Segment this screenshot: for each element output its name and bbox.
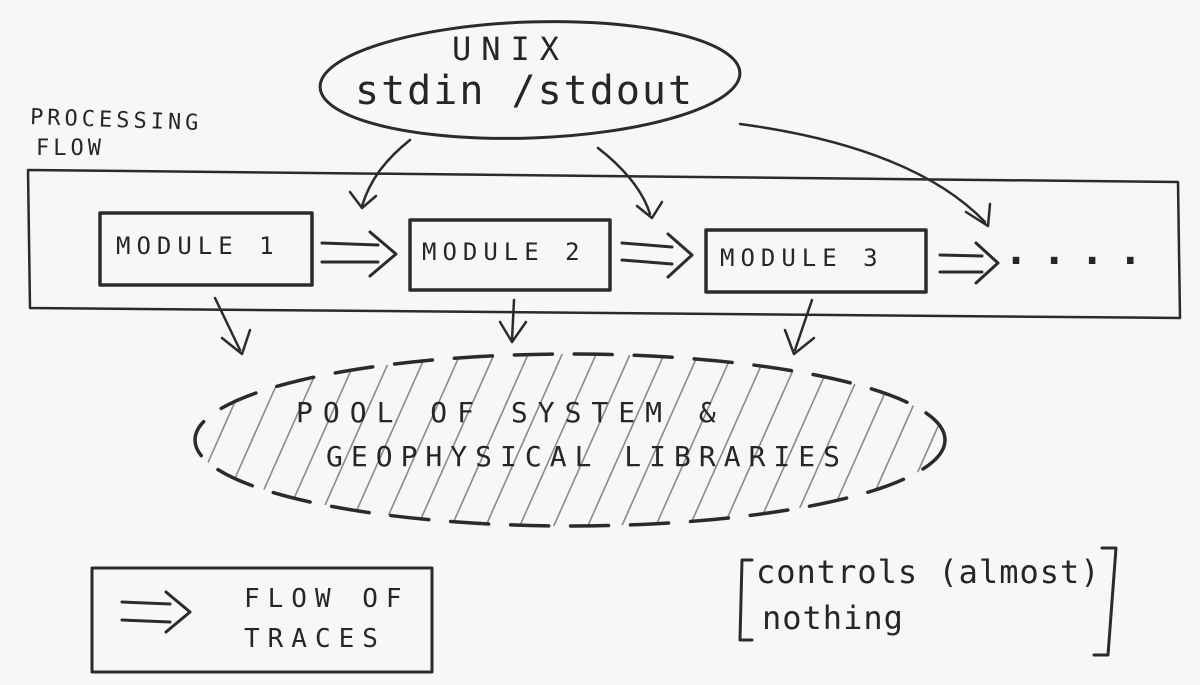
- legend-line1: FLOW OF: [244, 584, 410, 614]
- hatch-line: [585, 354, 667, 526]
- legend-line2: TRACES: [244, 624, 386, 654]
- note-line2: nothing: [762, 599, 904, 637]
- pool-line1: POOL OF SYSTEM &: [296, 396, 726, 429]
- hatch-line: [449, 354, 531, 526]
- module-3-pool-arrow: [783, 298, 816, 356]
- module-1-box: [98, 211, 314, 287]
- unix-ellipse: [318, 20, 742, 140]
- hatch-line: [381, 354, 463, 526]
- hatch-line: [313, 354, 395, 526]
- pool-outline: [193, 352, 947, 528]
- hatch-line: [347, 354, 429, 526]
- hatch-line: [415, 354, 497, 526]
- hatch-line: [195, 354, 225, 526]
- hatch-line: [551, 354, 633, 526]
- hatch-line: [687, 354, 769, 526]
- processing-flow-band: [26, 168, 1182, 320]
- continuation-dots: ....: [1004, 228, 1157, 274]
- hatch-line: [891, 354, 945, 526]
- module-1-label: MODULE 1: [116, 232, 280, 260]
- hatch-line: [195, 354, 259, 526]
- module-1-pool-arrow: [213, 296, 252, 356]
- unix-arrow-2: [596, 146, 664, 220]
- legend-box: [90, 566, 434, 674]
- module-3-label: MODULE 3: [720, 244, 884, 272]
- unix-arrow-1: [348, 138, 412, 210]
- hatch-line: [653, 354, 735, 526]
- note-bracket-left: [738, 558, 754, 642]
- hatch-line: [517, 354, 599, 526]
- hatch-line: [619, 354, 701, 526]
- hatch-line: [857, 354, 939, 526]
- unix-subtitle: stdin /stdout: [355, 68, 695, 114]
- module-2-box: [408, 218, 612, 292]
- note-line1: controls (almost): [756, 553, 1101, 591]
- hatch-line: [110, 350, 190, 530]
- flow-arrow-1: [320, 230, 398, 278]
- hatch-line: [925, 354, 945, 526]
- hatch-line: [755, 354, 837, 526]
- hatch-line: [211, 354, 293, 526]
- hatch-line: [721, 354, 803, 526]
- module-2-pool-arrow: [498, 298, 528, 344]
- module-3-box: [704, 228, 928, 294]
- unix-arrow-3: [738, 122, 992, 228]
- unix-title: UNIX: [452, 30, 570, 68]
- hatch-line: [960, 350, 1040, 530]
- flow-arrow-2: [620, 232, 694, 279]
- hatch-line: [483, 354, 565, 526]
- flow-arrow-3: [938, 241, 1000, 285]
- legend-arrow-icon: [120, 590, 192, 634]
- module-2-label: MODULE 2: [422, 238, 586, 266]
- processing-flow-line2: FLOW: [36, 136, 105, 161]
- note-bracket-right: [1092, 546, 1118, 657]
- pool-line2: GEOPHYSICAL LIBRARIES: [326, 440, 849, 473]
